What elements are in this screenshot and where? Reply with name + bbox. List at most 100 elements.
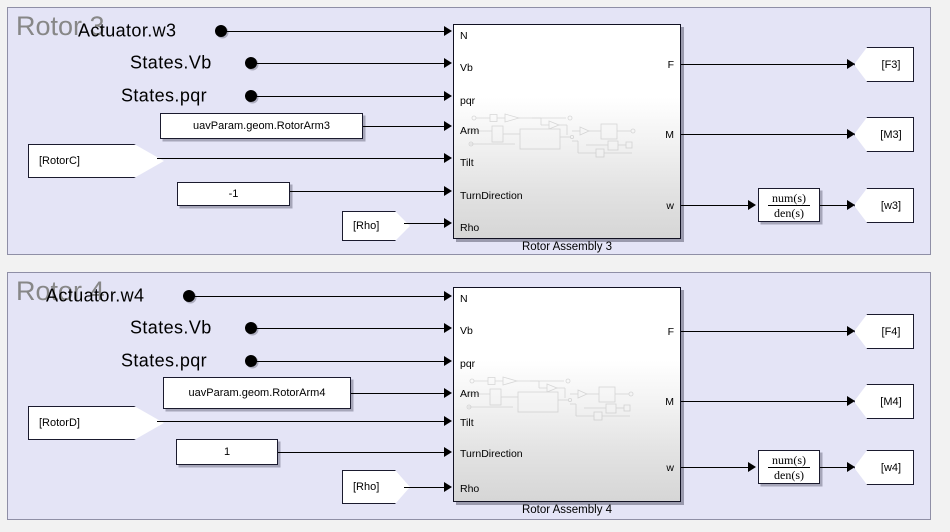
wire-vb-in-4: [251, 328, 444, 329]
from-block-rotorc[interactable]: [RotorC]: [28, 144, 164, 178]
subsystem-port-pqr: pqr: [460, 95, 476, 107]
goto-block-w3[interactable]: [w3]: [854, 188, 914, 223]
wire-tf-to-goto-w4: [820, 467, 847, 468]
goto-block-f4-label: [F4]: [881, 325, 901, 338]
arrow-tilt-in-4: [444, 416, 452, 426]
wire-f-out-4: [681, 331, 847, 332]
subsystem-block-rotor-assembly-3[interactable]: N Vb pqr Arm Tilt TurnDirection Rho F M …: [453, 24, 681, 239]
transfer-function-numerator: num(s): [768, 192, 810, 206]
subsystem-caption-rotor-assembly-4: Rotor Assembly 4: [521, 504, 613, 516]
arrow-arm-in-4: [444, 388, 452, 398]
goto-block-f4[interactable]: [F4]: [854, 314, 914, 349]
wire-m-out-4: [681, 401, 847, 402]
transfer-function-block-rotor3[interactable]: num(s) den(s): [758, 188, 820, 222]
wire-vb-in: [251, 63, 444, 64]
arrow-pqr-in-4: [444, 356, 452, 366]
arrow-w-to-tf: [748, 200, 756, 210]
subsystem-port-n-4: N: [460, 293, 468, 305]
goto-block-f3[interactable]: [F3]: [854, 47, 914, 82]
subsystem-port-f: F: [667, 59, 674, 71]
arrow-rho-in: [444, 218, 452, 228]
from-block-rho-4[interactable]: [Rho]: [342, 470, 410, 504]
subsystem-panel-rotor4[interactable]: Rotor 4 Actuator.w4 States.Vb States.pqr…: [7, 272, 931, 520]
wire-w-to-tf-4: [681, 467, 748, 468]
from-block-rotord-label: [RotorD]: [39, 417, 80, 429]
subsystem-port-m: M: [665, 129, 674, 141]
constant-block-rotor-arm4[interactable]: uavParam.geom.RotorArm4: [163, 377, 351, 409]
wire-tf-to-goto-w3: [820, 205, 847, 206]
arrow-tf-to-goto-w3: [847, 200, 855, 210]
signal-label-actuator-w3: Actuator.w3: [78, 20, 177, 41]
wire-pqr-in-4: [251, 361, 444, 362]
arrow-turndirection-in-4: [444, 447, 452, 457]
goto-block-f3-label: [F3]: [881, 58, 901, 71]
wire-n-in-4: [189, 296, 444, 297]
wire-arm-in-4: [351, 393, 444, 394]
goto-block-m4-label: [M4]: [880, 395, 902, 408]
arrow-f-out-4: [847, 326, 855, 336]
signal-label-states-vb-4: States.Vb: [130, 317, 212, 338]
from-block-rotord[interactable]: [RotorD]: [28, 406, 164, 440]
arrow-turndirection-in: [444, 186, 452, 196]
wire-rho-in: [404, 223, 444, 224]
wire-rho-in-4: [404, 487, 444, 488]
wire-turndirection-in: [290, 191, 444, 192]
subsystem-port-vb-4: Vb: [460, 325, 473, 337]
subsystem-port-rho: Rho: [460, 222, 480, 234]
constant-block-rotor-arm3[interactable]: uavParam.geom.RotorArm3: [160, 113, 363, 139]
constant-block-turn-direction-4[interactable]: 1: [176, 439, 278, 465]
subsystem-block-rotor-assembly-4[interactable]: N Vb pqr Arm Tilt TurnDirection Rho F M …: [453, 287, 681, 502]
wire-f-out: [681, 64, 847, 65]
signal-label-states-vb: States.Vb: [130, 52, 212, 73]
subsystem-port-f-4: F: [667, 326, 674, 338]
arrow-n-in-4: [444, 291, 452, 301]
arrow-vb-in-4: [444, 323, 452, 333]
arrow-n-in: [444, 26, 452, 36]
arrow-f-out: [847, 59, 855, 69]
panel-title-rotor3: Rotor 3: [16, 11, 105, 41]
subsystem-port-pqr-4: pqr: [460, 358, 476, 370]
signal-label-states-pqr: States.pqr: [121, 85, 208, 106]
from-block-rho-4-label: [Rho]: [353, 481, 380, 493]
subsystem-port-vb: Vb: [460, 62, 473, 74]
subsystem-port-m-4: M: [665, 396, 674, 408]
subsystem-port-rho-4: Rho: [460, 483, 480, 495]
subsystem-preview-icon-4: [466, 376, 634, 421]
arrow-arm-in: [444, 121, 452, 131]
subsystem-port-arm: Arm: [460, 125, 480, 137]
goto-block-m3[interactable]: [M3]: [854, 117, 914, 152]
goto-block-m3-label: [M3]: [880, 128, 902, 141]
arrow-m-out: [847, 129, 855, 139]
subsystem-port-n: N: [460, 30, 468, 42]
wire-m-out: [681, 134, 847, 135]
arrow-tilt-in: [444, 153, 452, 163]
arrow-pqr-in: [444, 91, 452, 101]
wire-tilt-in-4: [157, 421, 444, 422]
arrow-m-out-4: [847, 396, 855, 406]
subsystem-port-tilt: Tilt: [460, 157, 474, 169]
from-block-rho-label: [Rho]: [353, 220, 380, 232]
signal-label-states-pqr-4: States.pqr: [121, 350, 208, 371]
subsystem-caption-rotor-assembly-3: Rotor Assembly 3: [521, 241, 613, 253]
subsystem-port-arm-4: Arm: [460, 388, 480, 400]
subsystem-port-tilt-4: Tilt: [460, 417, 474, 429]
transfer-function-block-rotor4[interactable]: num(s) den(s): [758, 450, 820, 484]
goto-block-w4[interactable]: [w4]: [854, 450, 914, 485]
subsystem-port-w-4: w: [666, 462, 674, 474]
wire-turndirection-in-4: [278, 452, 444, 453]
goto-block-m4[interactable]: [M4]: [854, 384, 914, 419]
arrow-w-to-tf-4: [748, 462, 756, 472]
subsystem-port-turndirection-4: TurnDirection: [460, 448, 523, 460]
wire-tilt-in: [157, 158, 444, 159]
goto-block-w4-label: [w4]: [880, 461, 902, 474]
subsystem-panel-rotor3[interactable]: Rotor 3 Actuator.w3 States.Vb States.pqr…: [7, 7, 931, 255]
constant-block-turn-direction[interactable]: -1: [177, 182, 290, 206]
subsystem-port-turndirection: TurnDirection: [460, 190, 523, 202]
subsystem-preview-icon: [468, 113, 636, 158]
arrow-rho-in-4: [444, 482, 452, 492]
from-block-rho[interactable]: [Rho]: [342, 211, 410, 241]
subsystem-port-w: w: [666, 200, 674, 212]
transfer-function-denominator-4: den(s): [774, 467, 804, 482]
wire-w-to-tf: [681, 205, 748, 206]
